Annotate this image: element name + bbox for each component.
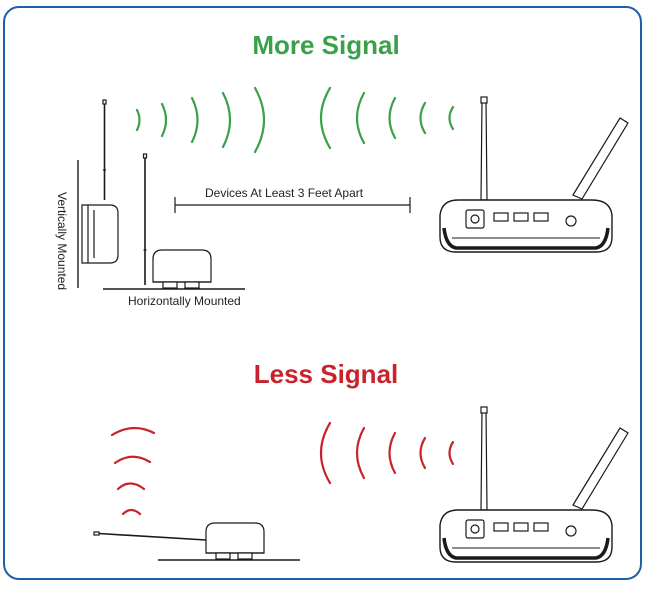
devices-apart-label: Devices At Least 3 Feet Apart <box>205 186 364 200</box>
horizontal-sensor <box>103 153 245 290</box>
router-signal-waves-red <box>320 421 455 485</box>
less-signal-heading: Less Signal <box>253 359 399 389</box>
sensor-signal-waves-red <box>110 426 156 516</box>
router-bottom <box>439 406 629 563</box>
router-top <box>439 96 629 253</box>
horizontally-mounted-label: Horizontally Mounted <box>128 294 241 308</box>
horizontal-antenna-sensor <box>93 522 300 561</box>
more-signal-heading: More Signal <box>252 30 400 60</box>
router-signal-waves-green <box>320 86 455 150</box>
sensor-signal-waves-green <box>135 86 265 154</box>
distance-indicator <box>174 197 411 213</box>
vertical-sensor <box>77 99 119 288</box>
diagram-frame <box>3 6 642 580</box>
